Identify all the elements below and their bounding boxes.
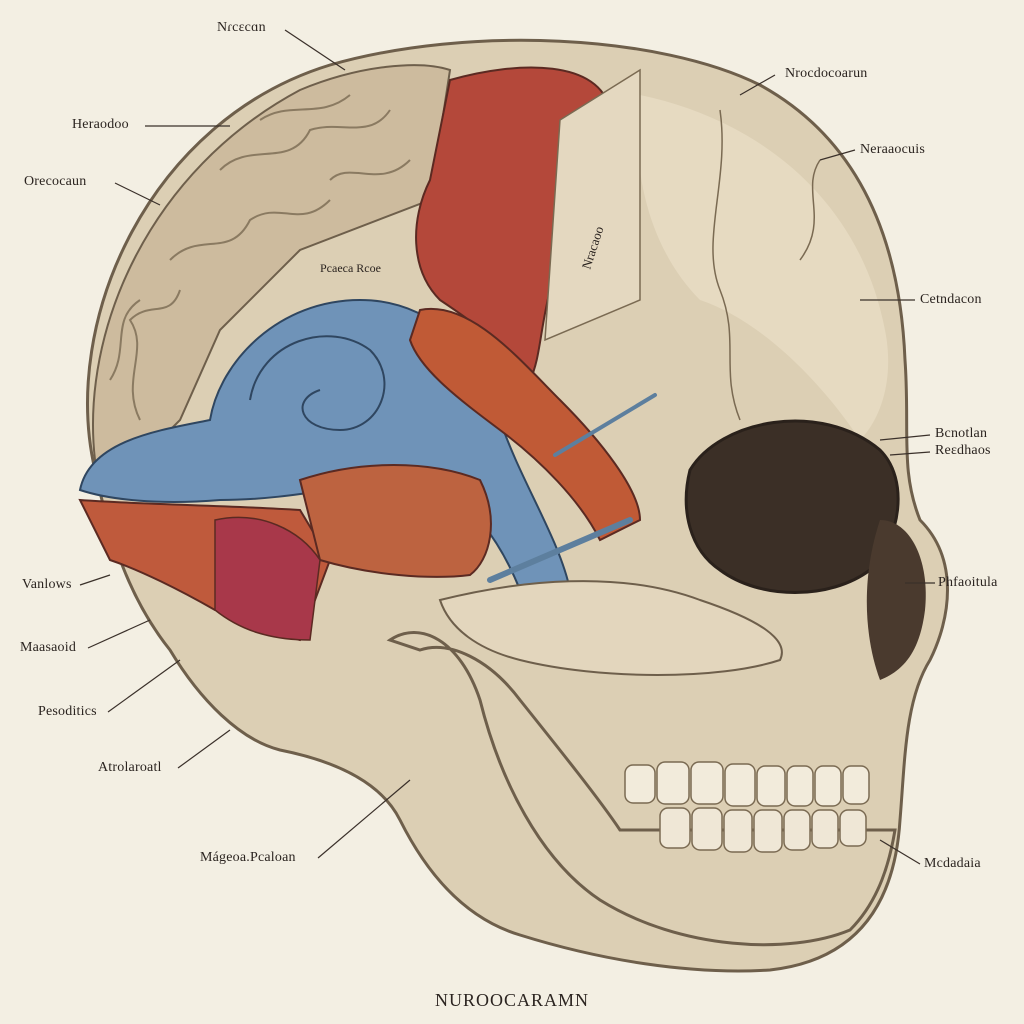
probe-rod-upper xyxy=(553,393,657,457)
label-left-lower-2: Maasaoid xyxy=(20,640,77,655)
lower-muscle-red xyxy=(214,516,321,641)
label-right-upper: Neraaocuis xyxy=(860,142,925,157)
label-right-nasal: Phfaoitula xyxy=(938,575,998,590)
brain-gyri xyxy=(109,94,411,421)
label-bottom-left: Mágeoa.Pcaloan xyxy=(200,850,296,865)
label-right-middle: Cetndacon xyxy=(920,292,982,307)
lower-teeth xyxy=(659,807,867,853)
brain xyxy=(92,64,452,482)
blue-inner-curl xyxy=(249,335,386,432)
label-top-right: Nrocdocoarun xyxy=(785,66,868,81)
upper-teeth xyxy=(624,761,870,807)
eye-orbit xyxy=(684,419,900,594)
zygomatic-arch xyxy=(438,580,783,676)
label-right-orbit-2: Reɛdhaos xyxy=(935,443,991,458)
label-left-brain: Orecocaun xyxy=(24,174,87,189)
suture-lines xyxy=(712,109,821,421)
probe-rod xyxy=(487,517,633,583)
parietal-plate xyxy=(544,68,641,342)
label-bottom-right: Mcdadaia xyxy=(924,856,981,871)
orange-muscle-strip xyxy=(408,307,642,542)
diagram-title: NUROOCARAMN xyxy=(434,990,589,1010)
label-upper-left: Heraodoo xyxy=(72,117,129,132)
label-left-lower-1: Vanlows xyxy=(22,577,72,592)
leader-lines xyxy=(79,29,935,865)
label-right-orbit-1: Bcnotlan xyxy=(935,426,988,441)
mandible xyxy=(386,631,897,947)
label-left-lower-4: Atrolaroatl xyxy=(98,760,162,775)
cranium-shade xyxy=(637,95,889,440)
label-top-center: Nɾcɛcɑn xyxy=(217,20,266,35)
label-left-lower-3: Pesoditics xyxy=(38,704,97,719)
inline-label-brain-cap: Pcaeca Rcoe xyxy=(320,261,381,275)
lower-muscle-center xyxy=(298,464,492,578)
nasal-cavity xyxy=(866,520,926,680)
